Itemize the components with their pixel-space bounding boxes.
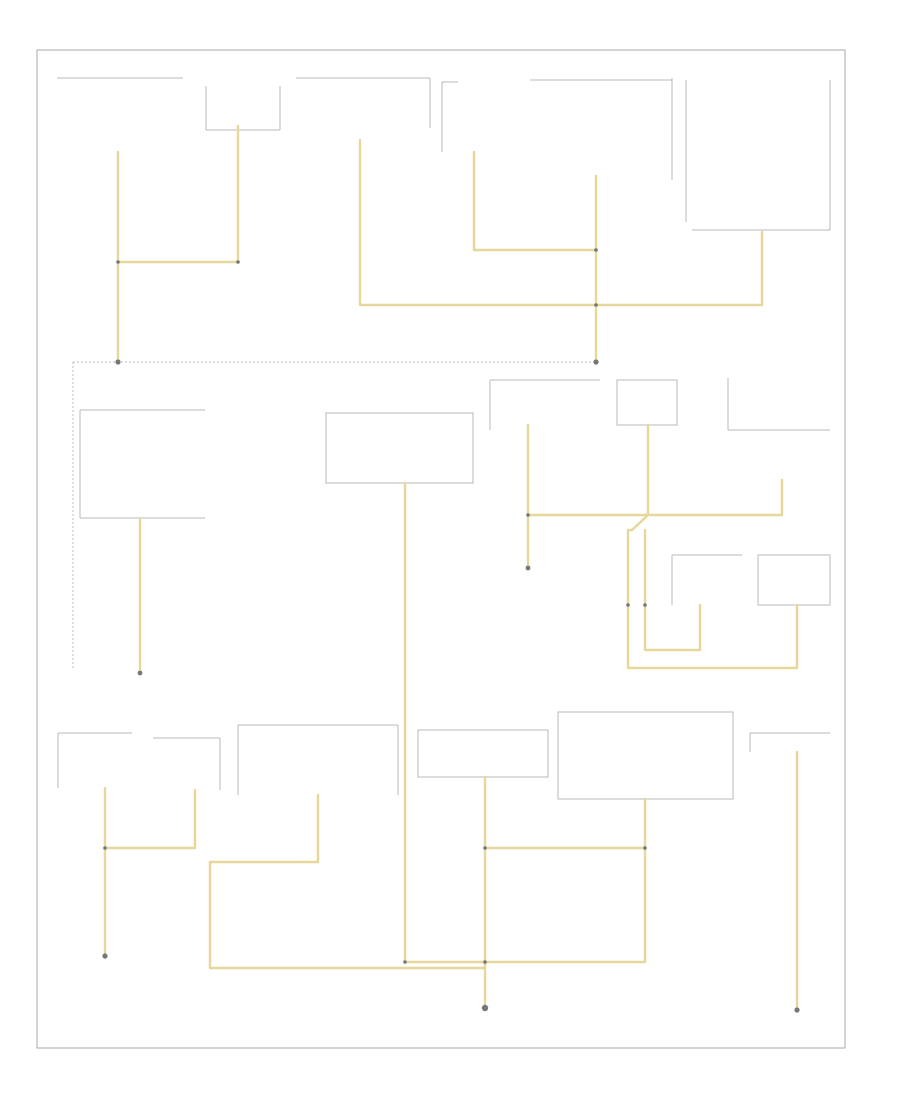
ground-icon — [102, 953, 108, 959]
splices — [103, 248, 647, 964]
component-bracket-4 — [441, 81, 458, 152]
component-bracket-12 — [671, 554, 742, 605]
splice-point — [594, 248, 598, 252]
wires — [103, 124, 799, 1012]
splice-point — [594, 303, 598, 307]
splice-point — [403, 960, 407, 964]
wire-14 — [208, 793, 487, 970]
wire-7 — [403, 481, 487, 964]
splice-point — [643, 846, 647, 850]
ground-icon — [794, 1007, 800, 1013]
splice-point — [236, 260, 240, 264]
wire-13 — [103, 788, 197, 850]
ground-icon — [481, 1004, 489, 1012]
wire-3 — [358, 138, 764, 307]
component-bracket-3 — [296, 77, 431, 128]
component-box-8 — [325, 412, 474, 484]
component-bracket-6 — [685, 80, 831, 231]
wire-10 — [626, 423, 799, 670]
wire-2 — [116, 124, 240, 264]
component-box-10 — [616, 379, 678, 426]
component-bracket-11 — [727, 378, 830, 431]
component-box-13 — [757, 554, 831, 606]
component-bracket-15 — [153, 737, 221, 790]
splice-point — [643, 603, 647, 607]
component-bracket-2 — [205, 86, 281, 131]
component-bracket-14 — [57, 732, 132, 788]
splice-point — [115, 359, 121, 365]
component-blocks — [57, 77, 831, 800]
component-bracket-16 — [237, 724, 398, 795]
wire-9 — [526, 478, 784, 517]
wire-11 — [643, 528, 702, 652]
wire-4 — [472, 150, 598, 252]
component-bracket-7 — [79, 409, 205, 519]
component-box-19 — [557, 711, 734, 800]
component-box-18 — [417, 729, 549, 778]
splice-point — [593, 359, 599, 365]
splice-point — [116, 260, 120, 264]
component-bracket-5 — [530, 78, 673, 180]
splice-point — [526, 513, 530, 517]
ground-icon — [137, 670, 143, 676]
splice-point — [626, 603, 630, 607]
wire-17 — [483, 797, 647, 964]
ground-icon — [525, 565, 531, 571]
splice-point — [483, 846, 487, 850]
diagram-frame — [36, 49, 846, 1049]
component-bracket-9 — [489, 379, 600, 430]
shield-dashed-line — [72, 361, 600, 668]
splice-point — [103, 846, 107, 850]
splice-point — [483, 960, 487, 964]
ground-terminals — [102, 565, 800, 1013]
component-bracket-20 — [749, 732, 830, 752]
